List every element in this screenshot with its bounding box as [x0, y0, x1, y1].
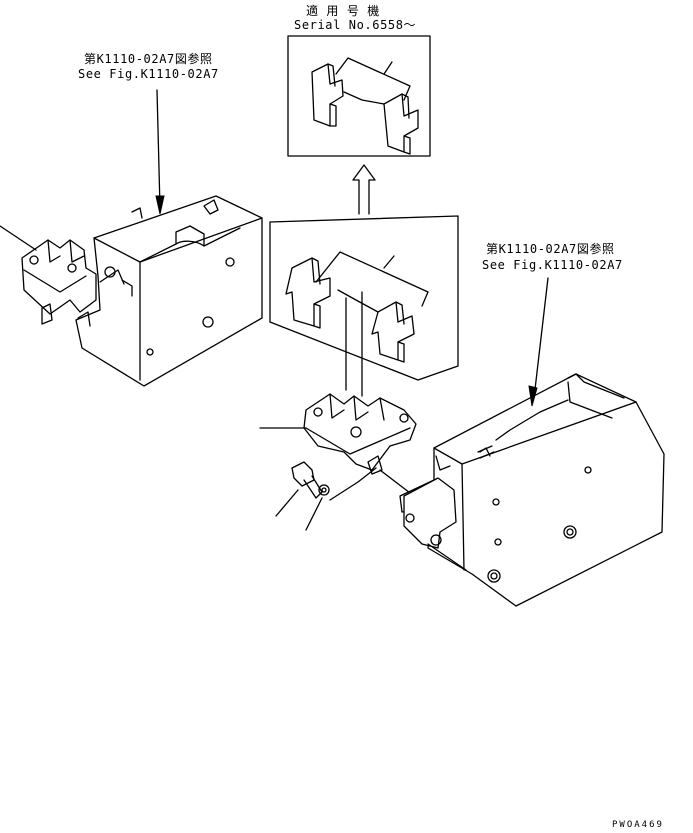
applicable-serial-label: Serial No.6558～ — [294, 18, 417, 32]
right-reference-arrow — [528, 277, 549, 407]
applicable-serial-jp-label: 適 用 号 機 — [306, 4, 380, 18]
center-bracket-assembly — [259, 291, 417, 531]
up-arrow-icon — [352, 164, 376, 215]
right-frame-assembly — [399, 373, 665, 607]
detail-inset — [269, 215, 459, 381]
drawing-code: PWOA469 — [612, 820, 664, 830]
left-frame-assembly — [0, 195, 263, 387]
applicable-serial-inset — [287, 35, 431, 157]
left-reference-label: See Fig.K1110-02A7 — [78, 67, 219, 81]
left-reference-arrow — [155, 89, 165, 215]
right-reference-jp-label: 第K1110-02A7図参照 — [486, 242, 615, 256]
right-reference-label: See Fig.K1110-02A7 — [482, 258, 623, 272]
left-reference-jp-label: 第K1110-02A7図参照 — [84, 52, 213, 66]
